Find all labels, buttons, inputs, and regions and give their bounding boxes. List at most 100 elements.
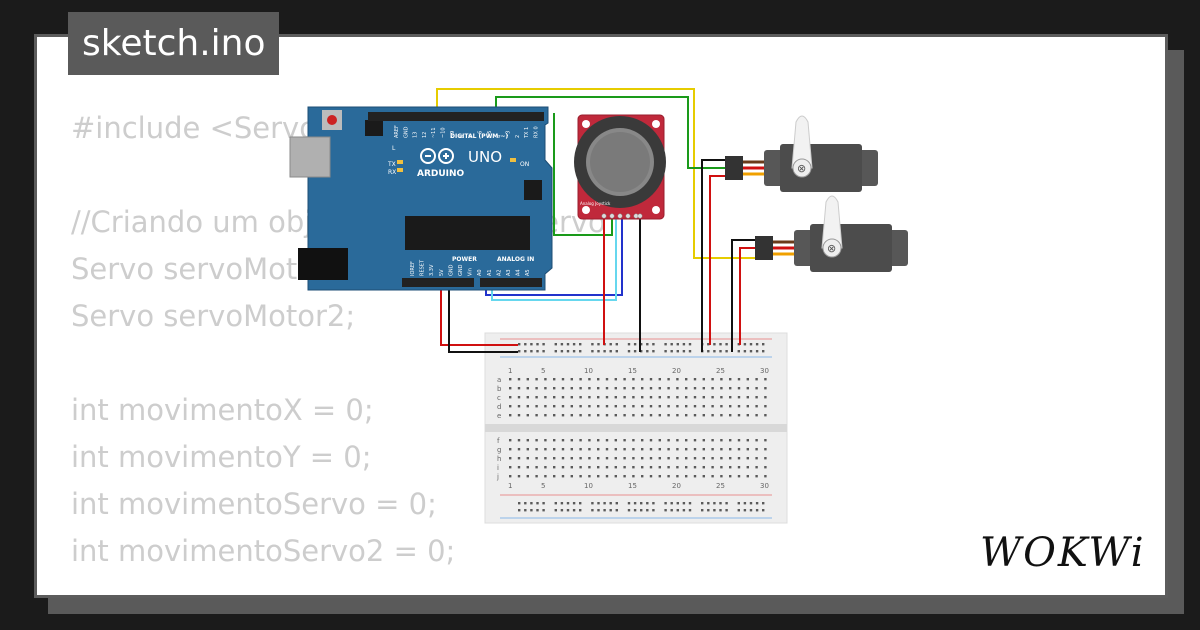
arduino-logo-icon <box>420 148 454 164</box>
pin-label: 12 <box>422 132 428 138</box>
power-label: POWER <box>452 256 477 263</box>
servo-connector <box>725 156 743 180</box>
row-letter: i <box>497 464 499 472</box>
pin-label: 3.3V <box>429 264 435 276</box>
column-number: 15 <box>628 367 637 375</box>
joystick-label: Analog Joystick <box>580 201 611 206</box>
code-line: Servo servoMotor2; <box>71 299 356 333</box>
row-letter: g <box>497 446 501 454</box>
pin-label: GND <box>403 126 409 138</box>
analog-joystick: Analog Joystick <box>574 114 666 220</box>
column-number: 1 <box>508 367 512 375</box>
column-number: 10 <box>584 367 593 375</box>
svg-text:WOKWi: WOKWi <box>980 530 1146 576</box>
led-label: TX <box>387 161 396 168</box>
row-letter: b <box>497 385 502 393</box>
wire-black-servo1 <box>701 159 725 352</box>
row-letter: j <box>496 473 499 481</box>
digital-label: DIGITAL (PWM ~) <box>450 133 508 140</box>
column-number: 5 <box>541 482 545 490</box>
pin-label: 4 <box>496 135 502 138</box>
wire-red-servo1 <box>709 175 725 345</box>
column-number: 30 <box>760 367 769 375</box>
wire-green-joystick <box>553 113 613 236</box>
servo-horn[interactable] <box>821 195 843 249</box>
pin-label: ~3 <box>506 131 512 138</box>
column-number: 15 <box>628 482 637 490</box>
pin-label: RESET <box>420 259 426 276</box>
pin-label: TX 1 <box>524 127 530 139</box>
power-jack <box>298 248 348 280</box>
pin-label: GND <box>458 264 464 276</box>
arduino-uno: UNO ARDUINO DIGITAL (PWM ~) POWER ANALOG… <box>289 106 553 291</box>
servo-connector <box>755 236 773 260</box>
reset-button-cap[interactable] <box>327 115 337 125</box>
pin-label: ~6 <box>478 131 484 138</box>
servo-horn[interactable] <box>791 115 813 169</box>
code-line: int movimentoX = 0; <box>71 393 374 427</box>
servo-motor-2: ⊗ <box>755 195 908 272</box>
pin-label: Vin <box>468 268 474 276</box>
led-label: RX <box>388 169 396 176</box>
file-title: sketch.ino <box>68 12 280 75</box>
pin-label: 5V <box>439 269 445 276</box>
row-letter: d <box>497 403 501 411</box>
pin-label: RX 0 <box>534 126 540 138</box>
row-letter: c <box>497 394 501 402</box>
column-number: 30 <box>760 482 769 490</box>
pin-label: ~11 <box>431 127 437 138</box>
pin-label: A4 <box>516 269 522 276</box>
wire-yellow <box>436 88 755 259</box>
column-number: 25 <box>716 367 725 375</box>
code-line: int movimentoServo = 0; <box>71 487 437 521</box>
wires <box>436 88 755 353</box>
row-letter: e <box>497 412 501 420</box>
pin-label: 2 <box>515 135 521 138</box>
pin-label: GND <box>448 264 454 276</box>
row-letter: h <box>497 455 501 463</box>
breadboard-holes <box>509 343 767 512</box>
column-number: 20 <box>672 482 681 490</box>
wire-red-servo2 <box>739 247 755 345</box>
code-line: int movimentoServo2 = 0; <box>71 534 456 568</box>
servo-motor-1: ⊗ <box>725 115 878 192</box>
power-header <box>402 278 474 287</box>
column-number: 10 <box>584 482 593 490</box>
pin-label: A0 <box>477 269 483 276</box>
column-number: 20 <box>672 367 681 375</box>
wire-green <box>495 96 725 169</box>
code-line: int movimentoY = 0; <box>71 440 372 474</box>
pin-label: 13 <box>413 132 419 138</box>
row-letter: f <box>497 437 500 445</box>
board-name: UNO <box>468 148 502 166</box>
wire-black-gnd <box>448 278 518 353</box>
pin-label: IOREF <box>410 261 416 276</box>
column-number: 5 <box>541 367 545 375</box>
row-letter: a <box>497 376 501 384</box>
analog-label: ANALOG IN <box>497 256 534 263</box>
analog-header <box>480 278 542 287</box>
pin-label: 8 <box>459 135 465 138</box>
atmega-chip <box>405 216 530 250</box>
pin-label: A3 <box>506 269 512 276</box>
column-number: 1 <box>508 482 512 490</box>
pin-label: A5 <box>525 269 531 276</box>
pin-label: AREF <box>394 125 400 138</box>
wokwi-logo: WOKWi <box>980 530 1146 576</box>
pin-label: ~5 <box>487 131 493 138</box>
pin-label: A1 <box>487 269 493 276</box>
pin-label: 7 <box>468 135 474 138</box>
column-number: 25 <box>716 482 725 490</box>
digital-header <box>368 112 544 121</box>
wire-red-5v <box>440 278 518 346</box>
wire-black-servo2 <box>731 239 755 352</box>
led-label: ON <box>520 161 529 168</box>
pin-label: ~9 <box>450 131 456 138</box>
pin-label: A2 <box>496 269 502 276</box>
led-label: L <box>392 145 396 152</box>
servo-screw-icon: ⊗ <box>827 242 836 255</box>
breadboard: 1 5 10 15 20 25 30 1 5 10 15 20 25 30 a … <box>484 332 788 524</box>
